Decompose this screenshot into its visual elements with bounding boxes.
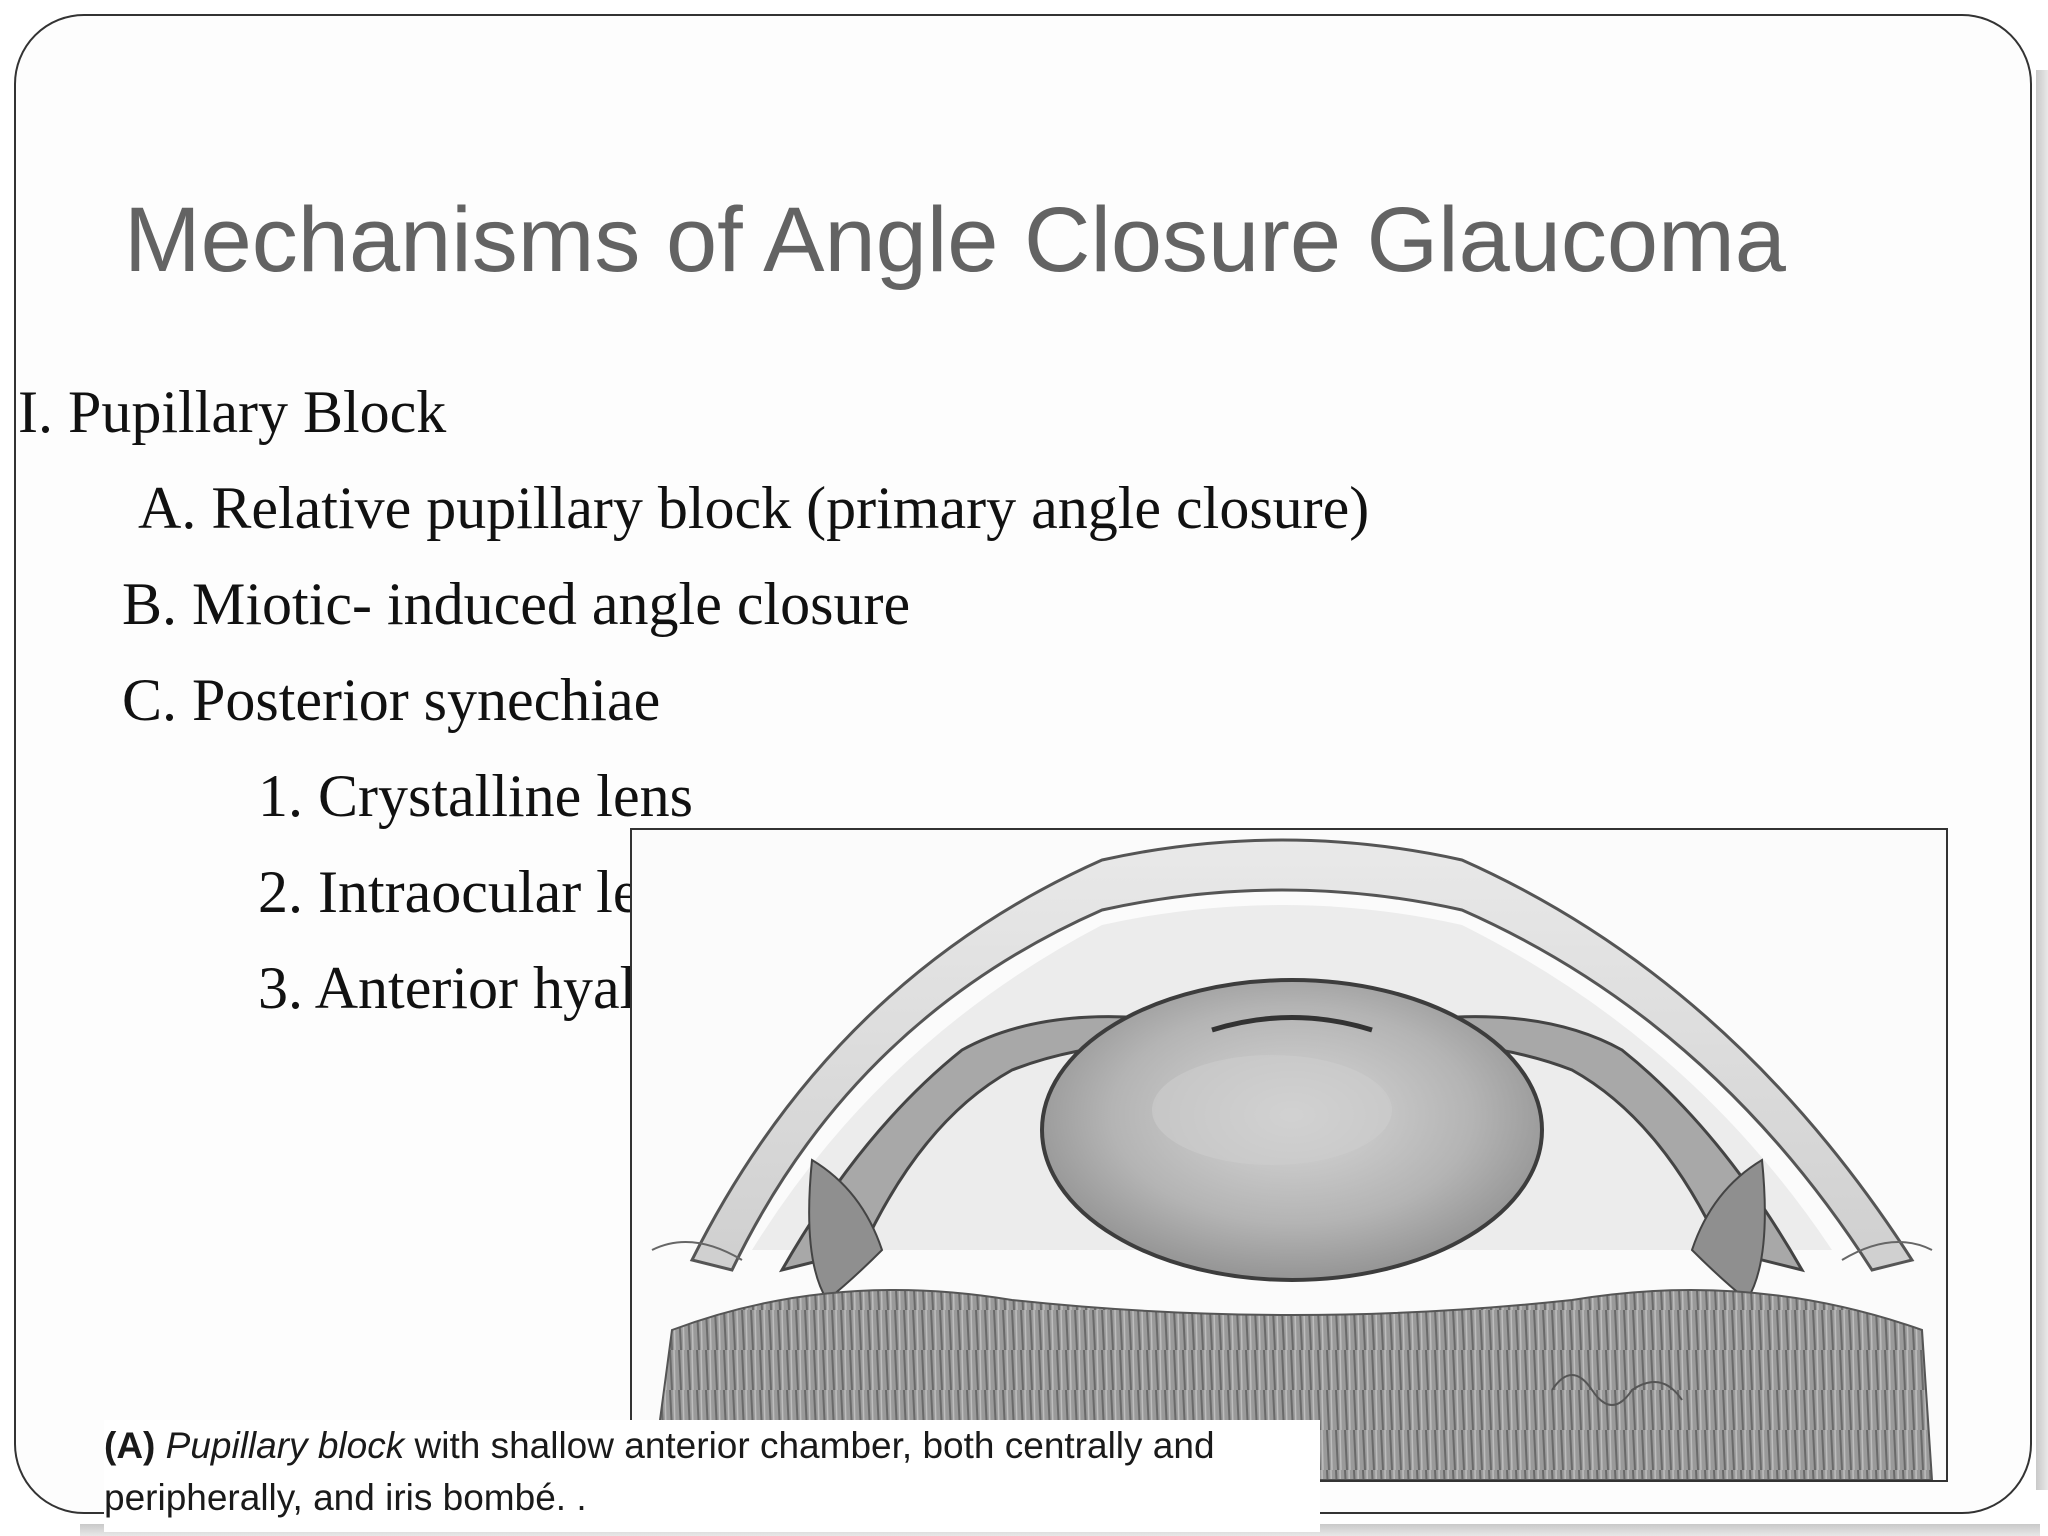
caption-emphasis: Pupillary block [165, 1425, 405, 1466]
outline-item-pupillary-block: I. Pupillary Block [18, 379, 447, 445]
outline-item-intraocular-lens: 2. Intraocular lens [258, 859, 693, 925]
eye-cross-section-drawing [632, 830, 1946, 1480]
outline-item-crystalline-lens: 1. Crystalline lens [258, 763, 693, 829]
figure-caption: (A) Pupillary block with shallow anterio… [104, 1420, 1320, 1532]
eye-illustration [630, 828, 1948, 1482]
outline-item-posterior-synechiae: C. Posterior synechiae [122, 667, 661, 733]
caption-line-1-rest: with shallow anterior chamber, both cent… [404, 1425, 1215, 1466]
outline-item-relative-pupillary-block: A. Relative pupillary block (primary ang… [138, 475, 1370, 541]
slide-title: Mechanisms of Angle Closure Glaucoma [124, 189, 1786, 291]
caption-line-2: peripherally, and iris bombé. . [104, 1477, 587, 1518]
caption-label: (A) [104, 1425, 156, 1466]
caption-line-1: (A) Pupillary block with shallow anterio… [104, 1420, 1320, 1472]
slide-shadow-right [2036, 70, 2048, 1490]
outline-item-miotic-induced: B. Miotic- induced angle closure [122, 571, 911, 637]
